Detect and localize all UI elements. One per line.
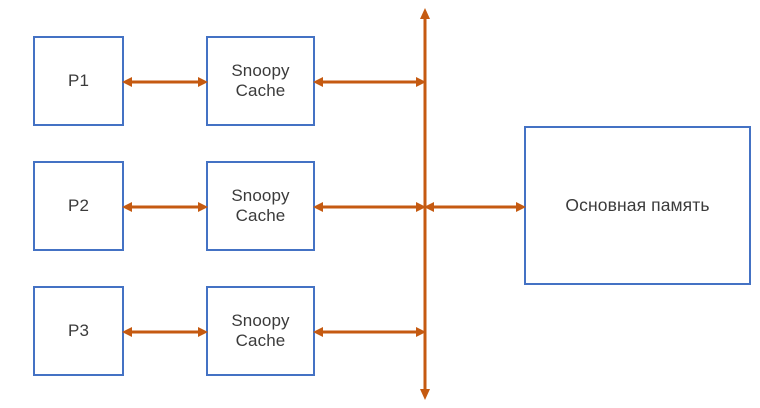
connector-cache3-bus	[313, 321, 426, 343]
connector-bus-memory	[424, 196, 526, 218]
processor-box-p1[interactable]: P1	[33, 36, 124, 126]
processor-box-p3[interactable]: P3	[33, 286, 124, 376]
snoopy-cache-label-2: Snoopy Cache	[231, 185, 290, 225]
arrow-bidirectional-system-bus	[420, 8, 430, 400]
processor-box-p2[interactable]: P2	[33, 161, 124, 251]
snoopy-cache-box-1[interactable]: Snoopy Cache	[206, 36, 315, 126]
processor-label-p3: P3	[68, 320, 89, 340]
arrow-bidirectional-cache1-bus	[313, 77, 426, 87]
arrow-bidirectional-p3-cache3	[122, 327, 208, 337]
arrow-bidirectional-bus-memory	[424, 202, 526, 212]
connector-p3-cache3	[122, 321, 208, 343]
arrow-bidirectional-cache2-bus	[313, 202, 426, 212]
processor-label-p1: P1	[68, 70, 89, 90]
snoopy-cache-label-1: Snoopy Cache	[231, 60, 290, 100]
main-memory-label: Основная память	[565, 195, 710, 216]
snoopy-cache-box-2[interactable]: Snoopy Cache	[206, 161, 315, 251]
connector-p1-cache1	[122, 71, 208, 93]
system-bus-line[interactable]	[414, 8, 436, 400]
connector-cache1-bus	[313, 71, 426, 93]
processor-label-p2: P2	[68, 195, 89, 215]
arrow-bidirectional-cache3-bus	[313, 327, 426, 337]
arrow-bidirectional-p2-cache2	[122, 202, 208, 212]
connector-cache2-bus	[313, 196, 426, 218]
snoopy-cache-box-3[interactable]: Snoopy Cache	[206, 286, 315, 376]
snoopy-cache-label-3: Snoopy Cache	[231, 310, 290, 350]
main-memory-box[interactable]: Основная память	[524, 126, 751, 285]
connector-p2-cache2	[122, 196, 208, 218]
arrow-bidirectional-p1-cache1	[122, 77, 208, 87]
